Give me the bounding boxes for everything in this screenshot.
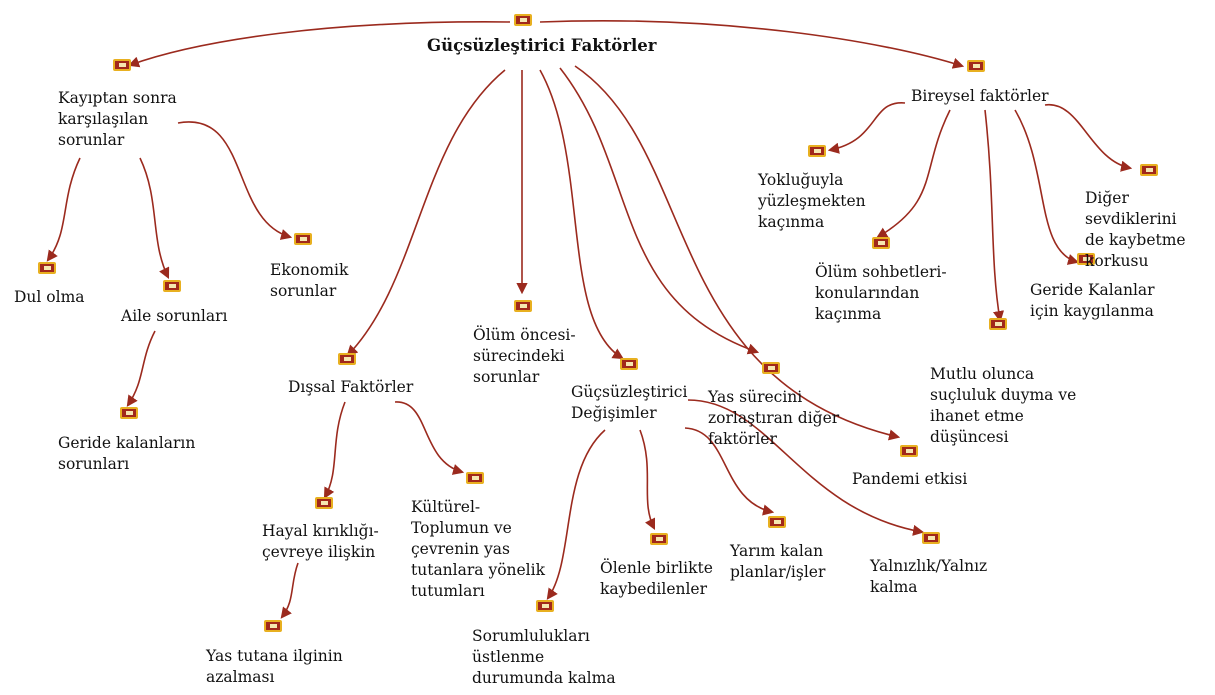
dissal-memo-icon[interactable] — [338, 353, 356, 365]
topic-kayiptan[interactable]: Kayıptan sonra karşılaşılan sorunlar — [58, 89, 177, 149]
edge-kayiptan-dul — [46, 157, 81, 262]
kayiptan-memo-icon[interactable] — [113, 59, 131, 71]
sorumluluklari-memo-icon[interactable] — [536, 600, 554, 612]
topic-pandemi[interactable]: Pandemi etkisi — [852, 470, 968, 488]
diger-sevdikleri-memo-icon[interactable] — [1140, 164, 1158, 176]
root-memo-icon[interactable] — [514, 14, 532, 26]
yalnizlik-memo-icon[interactable] — [922, 532, 940, 544]
topic-yarim[interactable]: Yarım kalan planlar/işler — [730, 542, 826, 581]
yas-tutana-memo-icon[interactable] — [264, 620, 282, 632]
topic-geride-kalanlar-icin[interactable]: Geride Kalanlar için kaygılanma — [1030, 281, 1155, 320]
yoklugu-memo-icon[interactable] — [808, 145, 826, 157]
pandemi-memo-icon[interactable] — [900, 445, 918, 457]
topic-dissal[interactable]: Dışsal Faktörler — [288, 378, 414, 396]
edge-bireysel-digersevdikleri — [1044, 104, 1133, 172]
hayal-memo-icon[interactable] — [315, 497, 333, 509]
edge-kayiptan-ekonomik — [177, 121, 293, 240]
edge-root-degisimler — [539, 69, 624, 360]
topic-olum-sohbet[interactable]: Ölüm sohbetleri- konularından kaçınma — [815, 263, 947, 323]
topic-olum-oncesi[interactable]: Ölüm öncesi- sürecindeki sorunlar — [473, 326, 576, 386]
topic-hayal[interactable]: Hayal kırıklığı- çevreye ilişkin — [262, 522, 379, 561]
edge-bireysel-mutlu — [984, 109, 1005, 323]
kulturel-memo-icon[interactable] — [466, 472, 484, 484]
topic-degisimler[interactable]: Güçsüzleştirici Değişimler — [571, 383, 688, 422]
topic-olenle[interactable]: Ölenle birlikte kaybedilenler — [600, 559, 713, 598]
topic-yas-sureci[interactable]: Yas sürecini zorlaştıran diğer faktörler — [708, 388, 840, 448]
aile-memo-icon[interactable] — [163, 280, 181, 292]
olum-sohbet-memo-icon[interactable] — [872, 237, 890, 249]
edge-degisimler-yarim — [684, 427, 775, 516]
geride-kalanlarin-memo-icon[interactable] — [120, 407, 138, 419]
topic-yas-tutana[interactable]: Yas tutana ilginin azalması — [206, 647, 343, 686]
topic-dul[interactable]: Dul olma — [14, 288, 85, 306]
edge-root-pandemi — [574, 65, 901, 441]
topic-mutlu[interactable]: Mutlu olunca suçluluk duyma ve ihanet et… — [930, 365, 1077, 446]
topic-yoklugu[interactable]: Yokluğuyla yüzleşmekten kaçınma — [758, 171, 866, 231]
edge-root-yassureci — [559, 67, 760, 355]
yarim-memo-icon[interactable] — [768, 516, 786, 528]
edge-degisimler-olenle — [639, 429, 656, 531]
geride-kalanlar-icin-memo-icon[interactable] — [1077, 253, 1095, 265]
degisimler-memo-icon[interactable] — [620, 358, 638, 370]
edge-root-kayiptan — [127, 21, 511, 68]
edge-bireysel-olumsohbet — [876, 109, 951, 239]
edge-dissal-kulturel — [394, 401, 465, 475]
edge-aile-geride — [126, 330, 156, 407]
topic-kulturel[interactable]: Kültürel- Toplumun ve çevrenin yas tutan… — [411, 498, 545, 600]
edge-root-dissal — [346, 69, 506, 357]
edge-bireysel-yoklugu — [827, 102, 906, 154]
ekonomik-memo-icon[interactable] — [294, 233, 312, 245]
mutlu-memo-icon[interactable] — [989, 318, 1007, 330]
olum-oncesi-memo-icon[interactable] — [514, 300, 532, 312]
edge-degisimler-yalnizlik — [687, 399, 925, 536]
topic-yalnizlik[interactable]: Yalnızlık/Yalnız kalma — [870, 557, 988, 596]
root-topic-label[interactable]: Güçsüzleştirici Faktörler — [427, 36, 657, 55]
topic-sorumluluklari[interactable]: Sorumlulukları üstlenme durumunda kalma — [472, 627, 616, 687]
topic-bireysel[interactable]: Bireysel faktörler — [911, 87, 1049, 105]
edge-degisimler-sorumluluk — [546, 429, 606, 600]
edge-bireysel-geridekalanlar — [1014, 109, 1080, 265]
edge-kayiptan-aile — [139, 157, 170, 280]
bireysel-memo-icon[interactable] — [967, 60, 985, 72]
edge-root-bireysel — [539, 20, 965, 69]
edge-hayal-yastutana — [280, 562, 299, 619]
topic-aile[interactable]: Aile sorunları — [121, 307, 228, 325]
yas-sureci-memo-icon[interactable] — [762, 362, 780, 374]
edge-dissal-hayal — [323, 401, 346, 499]
topic-diger-sevdikleri[interactable]: Diğer sevdiklerini de kaybetme korkusu — [1085, 189, 1186, 270]
topic-ekonomik[interactable]: Ekonomik sorunlar — [270, 261, 349, 300]
olenle-memo-icon[interactable] — [650, 533, 668, 545]
topic-geride-kalanlarin[interactable]: Geride kalanların sorunları — [58, 434, 196, 473]
dul-memo-icon[interactable] — [38, 262, 56, 274]
